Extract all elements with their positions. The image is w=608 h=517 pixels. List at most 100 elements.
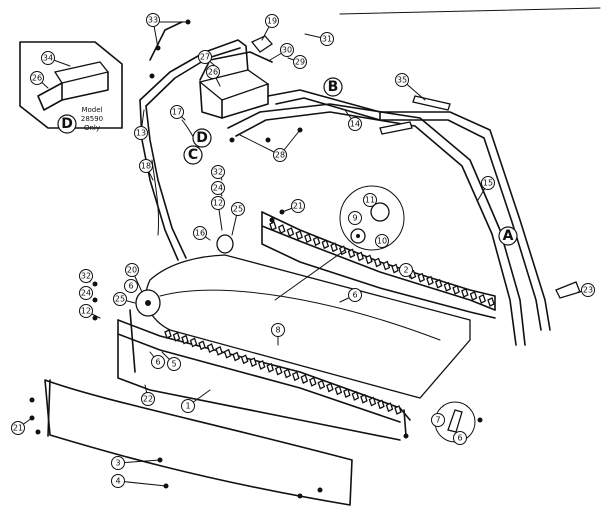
deck-slat	[394, 405, 402, 415]
deck-slat	[266, 362, 275, 373]
screw-icon	[92, 315, 98, 321]
deck-slat	[240, 354, 249, 365]
callout-label: 21	[293, 202, 303, 211]
console-handlebar	[139, 21, 273, 261]
callout-circle	[291, 199, 305, 213]
connection-tag-A: A	[498, 226, 518, 246]
callout-11: 11	[363, 193, 377, 207]
callout-circle	[395, 73, 409, 87]
callout-circle	[124, 279, 138, 293]
deck-slat	[417, 272, 426, 283]
leader-lines	[17, 19, 589, 487]
callout-18: 18	[139, 159, 153, 173]
callout-circle	[167, 357, 181, 371]
right-frame	[261, 211, 496, 319]
deck-slat	[487, 297, 495, 307]
side-rails	[227, 89, 581, 346]
screw-icon	[297, 493, 303, 499]
screw-icon	[317, 487, 323, 493]
callout-circle	[206, 65, 220, 79]
callout-label: 17	[172, 108, 182, 117]
model-note-line3: Only	[84, 124, 100, 132]
callout-24: 24	[211, 181, 225, 195]
callout-label: 22	[143, 395, 153, 404]
callout-circle	[581, 283, 595, 297]
deck-slat	[360, 393, 368, 404]
callout-label: 4	[115, 477, 120, 486]
deck-slat	[274, 365, 283, 376]
deck-slat	[426, 275, 434, 286]
tag-label: D	[61, 116, 73, 132]
roller-detail	[274, 185, 405, 301]
callout-circle	[211, 196, 225, 210]
callout-circle	[273, 148, 287, 162]
deck-slat	[452, 284, 460, 295]
leader-line	[239, 134, 281, 156]
callout-circle	[431, 413, 445, 427]
callout-label: 2	[403, 266, 408, 275]
callout-circle	[151, 355, 165, 369]
callout-label: 12	[81, 307, 91, 316]
deck-slat	[164, 329, 172, 339]
callout-label: 30	[282, 46, 292, 55]
callout-label: 34	[43, 54, 53, 63]
callout-2: 2	[399, 263, 413, 277]
callout-circle	[79, 286, 93, 300]
callout-circle	[134, 126, 148, 140]
callout-circle	[193, 226, 207, 240]
callout-circle	[211, 165, 225, 179]
callout-10: 10	[375, 234, 389, 248]
callout-label: 20	[127, 266, 137, 275]
deck-slat	[277, 224, 286, 234]
deck-slat	[198, 340, 206, 351]
tag-label: B	[328, 79, 339, 95]
callout-6: 6	[348, 288, 362, 302]
callout-label: 21	[13, 424, 23, 433]
callout-25: 25	[231, 202, 245, 216]
deck-slat	[215, 345, 223, 356]
callout-circle	[79, 269, 93, 283]
callout-label: 15	[483, 179, 493, 188]
callout-circle	[320, 32, 334, 46]
callout-14: 14	[348, 117, 362, 131]
tag-circle	[323, 77, 343, 97]
callout-26: 26	[30, 71, 44, 85]
callout-circle	[111, 456, 125, 470]
callout-6: 6	[453, 431, 467, 445]
callout-label: 9	[352, 214, 357, 223]
deck-slat	[330, 242, 338, 253]
connection-tag-C: C	[183, 145, 203, 165]
callout-label: 10	[377, 237, 387, 246]
callout-25: 25	[113, 292, 127, 306]
callout-26: 26	[206, 65, 220, 79]
deck-slat	[172, 331, 181, 342]
callout-label: 6	[457, 434, 462, 443]
callout-label: 18	[141, 162, 151, 171]
deck-slat	[334, 385, 343, 396]
deck-slat	[291, 371, 300, 382]
deck-slat	[373, 257, 382, 268]
deck-slat	[365, 254, 373, 265]
callout-6: 6	[151, 355, 165, 369]
deck-slat	[382, 260, 391, 271]
front-frame	[117, 309, 411, 441]
connection-tag-D: D	[192, 128, 212, 148]
callout-circle	[293, 55, 307, 69]
deck-slat	[356, 251, 364, 262]
deck-slat	[257, 360, 266, 370]
callout-circle	[348, 211, 362, 225]
deck-slat	[189, 337, 198, 348]
callout-15: 15	[481, 176, 495, 190]
screw-icon	[229, 137, 235, 143]
callout-8: 8	[271, 323, 285, 337]
callout-circle	[231, 202, 245, 216]
callout-label: 6	[128, 282, 133, 291]
callout-circle	[11, 421, 25, 435]
callout-12: 12	[211, 196, 225, 210]
deck-slat	[443, 281, 452, 292]
tag-circle	[192, 128, 212, 148]
screw-icon	[265, 137, 271, 143]
deck-slat	[368, 396, 377, 407]
callout-21: 21	[11, 421, 25, 435]
callout-label: 12	[213, 199, 223, 208]
